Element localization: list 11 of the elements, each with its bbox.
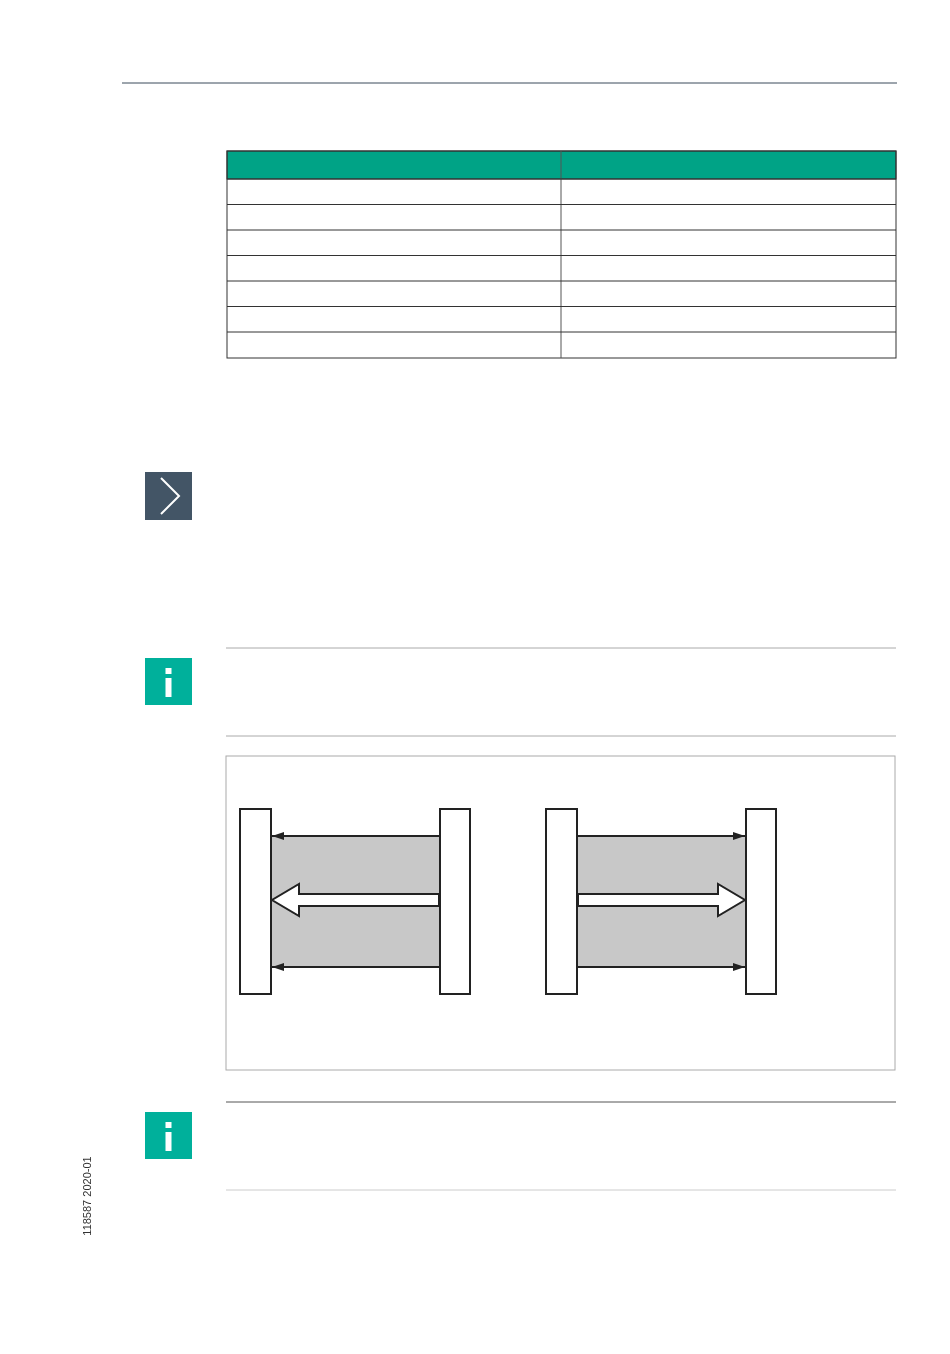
- block-arrow: [270, 882, 440, 918]
- bar: [439, 808, 471, 995]
- block-arrow: [577, 882, 747, 918]
- arrow: [577, 963, 746, 971]
- bar: [545, 808, 578, 995]
- document-number: 118587 2020-01: [81, 1156, 93, 1236]
- arrow: [271, 832, 440, 840]
- arrow: [271, 963, 440, 971]
- bar: [239, 808, 272, 995]
- arrow: [577, 832, 746, 840]
- bar: [745, 808, 777, 995]
